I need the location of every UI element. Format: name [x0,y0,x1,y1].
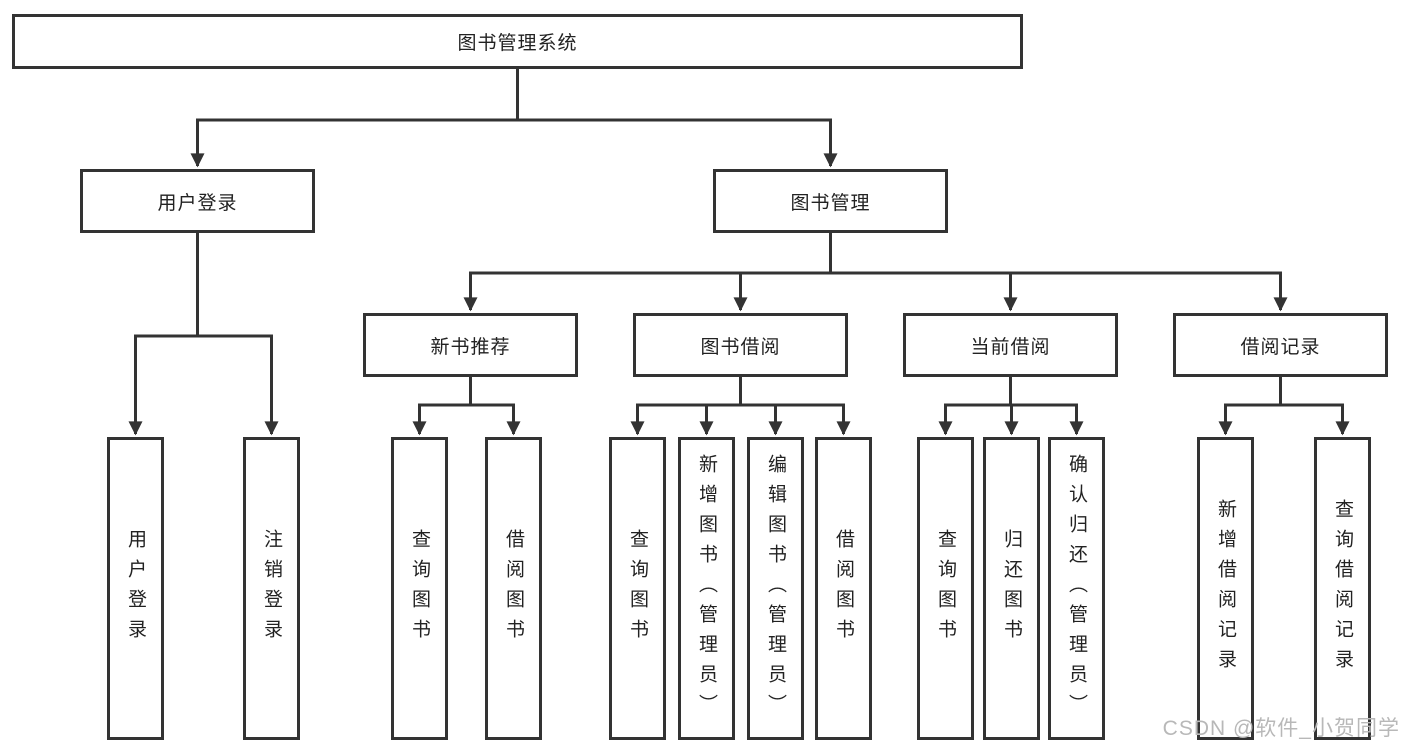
leaf-label: 查询图书 [627,528,648,649]
connector-group-book-management [463,273,1288,312]
leaf-label: 查询借阅记录 [1332,498,1353,679]
leaf-label: 确认归还（管理员） [1066,453,1087,724]
leaf-bb-add-books-admin: 新增图书（管理员） [678,437,735,740]
watermark: CSDN @软件_小贺同学 [1162,717,1400,740]
node-label: 用户登录 [157,192,238,214]
leaf-label: 归还图书 [1001,528,1022,649]
leaf-label: 用户登录 [125,528,146,649]
leaf-cb-query-books: 查询图书 [917,437,974,740]
leaf-label: 借阅图书 [503,528,524,649]
connector-group-user-login [128,336,279,436]
leaf-label: 查询图书 [935,528,956,649]
leaf-cb-return-books: 归还图书 [983,437,1040,740]
node-user-login: 用户登录 [80,169,315,233]
leaf-user-login: 用户登录 [107,437,164,740]
leaf-cb-confirm-return-admin: 确认归还（管理员） [1048,437,1105,740]
node-new-book-recommend: 新书推荐 [363,313,578,377]
leaf-logout: 注销登录 [243,437,300,740]
leaf-label: 新增借阅记录 [1215,498,1236,679]
node-current-borrowing: 当前借阅 [903,313,1118,377]
connector-group-root [190,120,838,168]
node-label: 图书借阅 [700,336,781,358]
connector-group-borrow-records [1218,405,1350,436]
connector-group-new-book-recommend [412,405,521,436]
node-borrow-records: 借阅记录 [1173,313,1388,377]
node-library-management-system: 图书管理系统 [12,14,1023,69]
connector-segments [134,69,1344,407]
connector-group-current-borrowing [938,405,1084,436]
leaf-nb-query-books: 查询图书 [391,437,448,740]
leaf-label: 借阅图书 [833,528,854,649]
leaf-bb-query-books: 查询图书 [609,437,666,740]
leaf-label: 新增图书（管理员） [696,453,717,724]
node-label: 当前借阅 [970,336,1051,358]
connector-group-book-borrowing [630,405,851,436]
leaf-br-add-borrow-record: 新增借阅记录 [1197,437,1254,740]
leaf-bb-borrow-books: 借阅图书 [815,437,872,740]
node-book-management: 图书管理 [713,169,948,233]
leaf-nb-borrow-books: 借阅图书 [485,437,542,740]
leaf-label: 注销登录 [261,528,282,649]
leaf-label: 编辑图书（管理员） [765,453,786,724]
leaf-label: 查询图书 [409,528,430,649]
node-label: 新书推荐 [430,336,511,358]
node-book-borrowing: 图书借阅 [633,313,848,377]
node-label: 借阅记录 [1240,336,1321,358]
node-label: 图书管理 [790,192,871,214]
node-label: 图书管理系统 [457,33,578,54]
leaf-bb-edit-books-admin: 编辑图书（管理员） [747,437,804,740]
leaf-br-query-borrow-record: 查询借阅记录 [1314,437,1371,740]
